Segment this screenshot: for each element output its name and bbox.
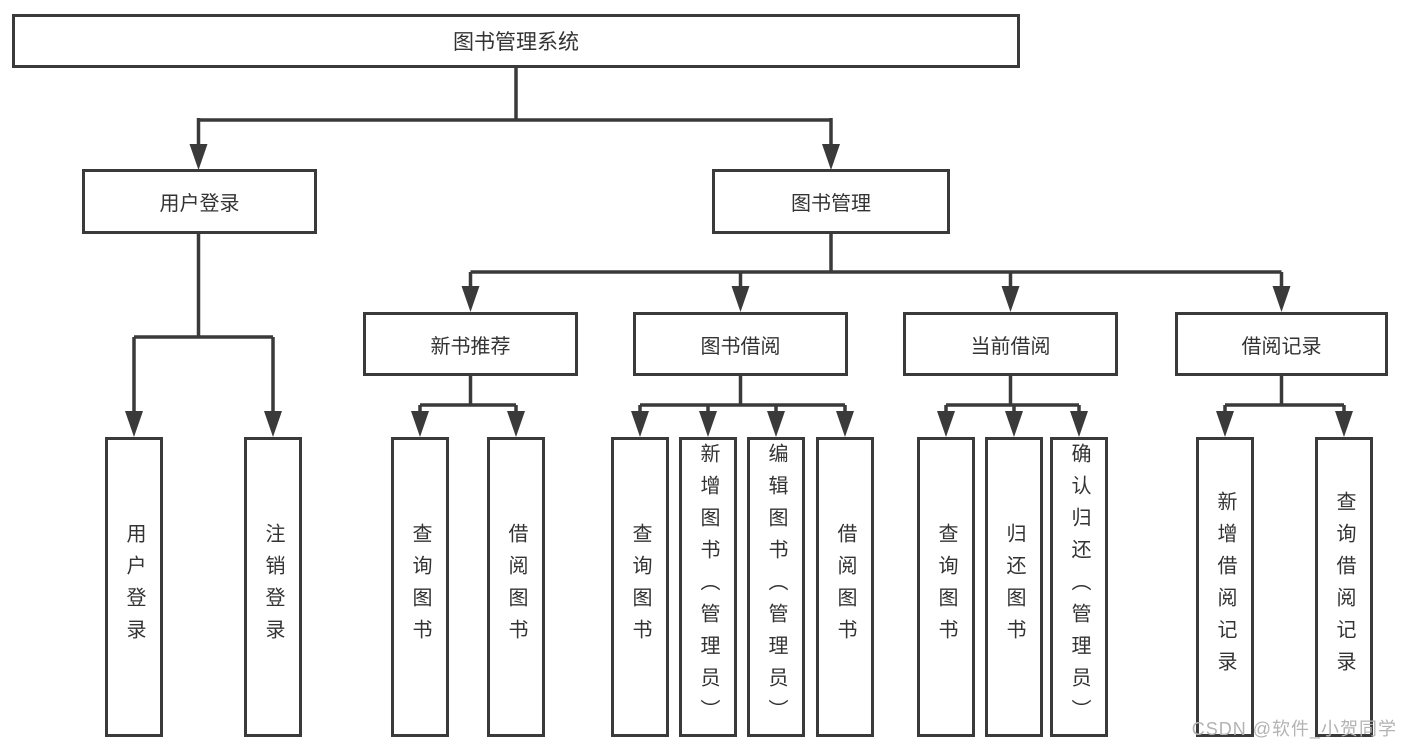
connector-borrowing-records-children bbox=[1216, 375, 1353, 437]
node-label: 查询图书 bbox=[409, 523, 431, 651]
node-leaf-add-books-admin: 新增图书（管理员） bbox=[679, 437, 737, 737]
node-label: 归还图书 bbox=[1003, 523, 1025, 651]
node-label: 当前借阅 bbox=[970, 335, 1051, 358]
node-user-login: 用户登录 bbox=[82, 169, 317, 234]
node-leaf-add-borrow-record: 新增借阅记录 bbox=[1196, 437, 1254, 737]
node-label: 查询图书 bbox=[629, 523, 651, 651]
node-label: 编辑图书（管理员） bbox=[765, 443, 787, 731]
node-leaf-query-books-recommend: 查询图书 bbox=[391, 437, 449, 737]
node-current-borrowing: 当前借阅 bbox=[903, 312, 1118, 376]
node-leaf-return-books: 归还图书 bbox=[985, 437, 1043, 737]
node-borrowing-records: 借阅记录 bbox=[1175, 312, 1388, 376]
node-leaf-query-books-current: 查询图书 bbox=[917, 437, 975, 737]
node-book-management: 图书管理 bbox=[712, 169, 950, 234]
node-leaf-query-borrow-record: 查询借阅记录 bbox=[1315, 437, 1373, 737]
connector-book-borrowing-children bbox=[631, 375, 854, 437]
node-label: 用户登录 bbox=[123, 523, 145, 651]
node-label: 图书借阅 bbox=[700, 335, 781, 358]
csdn-watermark: CSDN @软件_小贺同学 bbox=[1191, 719, 1397, 739]
node-leaf-logout: 注销登录 bbox=[244, 437, 302, 737]
connector-current-borrowing-children bbox=[937, 375, 1088, 437]
node-label: 新增图书（管理员） bbox=[697, 443, 719, 731]
node-label: 查询图书 bbox=[935, 523, 957, 651]
node-leaf-borrow-books-recommend: 借阅图书 bbox=[487, 437, 545, 737]
node-leaf-confirm-return-admin: 确认归还（管理员） bbox=[1050, 437, 1108, 737]
node-leaf-user-login: 用户登录 bbox=[105, 437, 163, 737]
node-label: 借阅图书 bbox=[834, 523, 856, 651]
connector-new-book-recommend-children bbox=[411, 375, 525, 437]
node-label: 查询借阅记录 bbox=[1333, 491, 1355, 683]
node-label: 确认归还（管理员） bbox=[1068, 443, 1090, 731]
node-library-management-system: 图书管理系统 bbox=[12, 14, 1020, 68]
connector-book-management-children bbox=[461, 234, 1291, 312]
node-leaf-edit-books-admin: 编辑图书（管理员） bbox=[747, 437, 805, 737]
connector-user-login-children bbox=[125, 234, 282, 437]
node-book-borrowing: 图书借阅 bbox=[633, 312, 848, 376]
node-new-book-recommend: 新书推荐 bbox=[363, 312, 578, 376]
node-label: 新增借阅记录 bbox=[1214, 491, 1236, 683]
node-leaf-query-books-borrowing: 查询图书 bbox=[611, 437, 669, 737]
node-leaf-borrow-books: 借阅图书 bbox=[816, 437, 874, 737]
connector-root-to-level2 bbox=[189, 68, 840, 170]
node-label: 借阅图书 bbox=[505, 523, 527, 651]
node-label: 新书推荐 bbox=[430, 335, 511, 358]
node-label: 注销登录 bbox=[262, 523, 284, 651]
node-label: 图书管理系统 bbox=[453, 31, 579, 54]
node-label: 图书管理 bbox=[791, 193, 871, 215]
node-label: 借阅记录 bbox=[1241, 335, 1322, 358]
node-label: 用户登录 bbox=[159, 193, 240, 215]
